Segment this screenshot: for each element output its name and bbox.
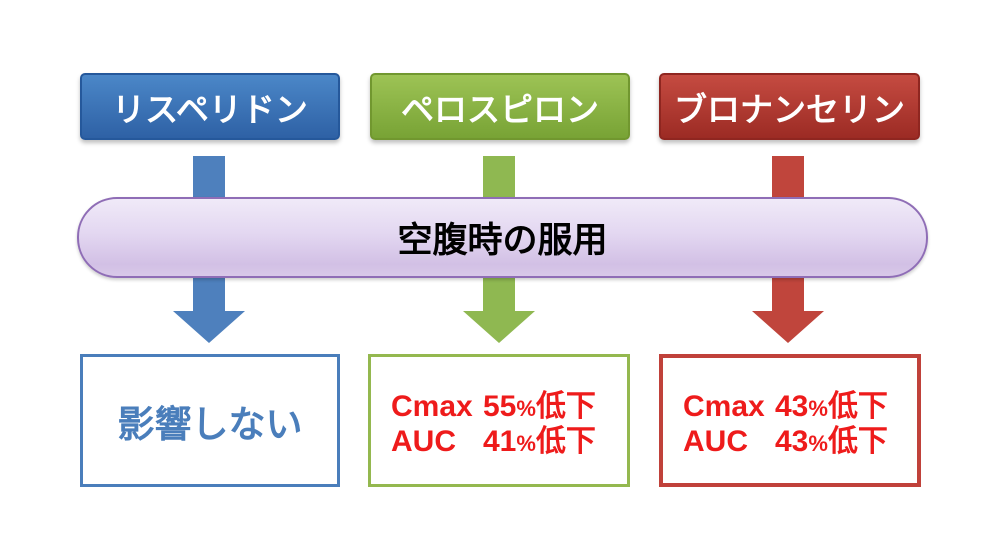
condition-banner-label: 空腹時の服用: [397, 221, 608, 260]
condition-banner: 空腹時の服用: [77, 197, 928, 278]
result-text: 影響しない: [117, 403, 303, 445]
result-box-risperidone: 影響しない: [80, 354, 340, 487]
drug-header-label: リスペリドン: [112, 90, 308, 128]
drug-header-label: ペロスピロン: [401, 90, 599, 128]
drug-header-label: ブロナンセリン: [674, 90, 905, 128]
drug-header-perospirone: ペロスピロン: [370, 73, 630, 140]
drug-header-blonanserin: ブロナンセリン: [659, 73, 920, 140]
drug-header-risperidone: リスペリドン: [80, 73, 340, 140]
